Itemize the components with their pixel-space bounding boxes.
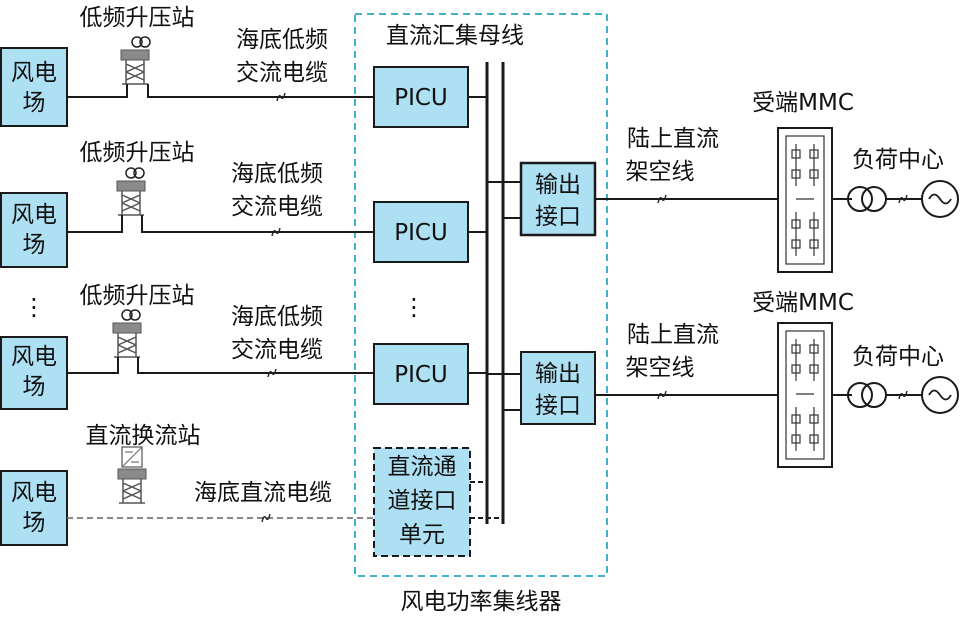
wind-farm-3	[0, 336, 68, 410]
dc-channel-label-line1: 直流通	[388, 454, 457, 480]
cable-1-label-line2: 交流电缆	[236, 60, 328, 86]
wind-farm-2	[0, 192, 68, 268]
offshore-platform-2-icon	[116, 180, 146, 216]
ac-source-1-icon	[921, 180, 959, 218]
ac-source-2-icon	[921, 376, 959, 414]
wind-farm-1-label-line2: 场	[23, 90, 46, 116]
ac-wave-1-icon	[928, 193, 952, 205]
load-transformer-1-primary-icon	[847, 186, 873, 212]
output-interface-1-line1: 输出	[535, 172, 581, 198]
ac-wave-2-icon	[928, 389, 952, 401]
mmc-1-block	[777, 127, 833, 273]
station-2-label: 低频升压站	[80, 140, 195, 166]
ellipsis-middle: ⋮	[402, 293, 426, 321]
wind-farm-3-label-line2: 场	[23, 374, 46, 400]
feeder-3-short	[67, 357, 119, 374]
overhead-line-1-label-line2: 架空线	[626, 159, 695, 185]
cable-1-line	[147, 84, 374, 98]
busbar-label: 直流汇集母线	[386, 23, 524, 49]
cable-3-line	[137, 357, 374, 374]
cable-3-label-line2: 交流电缆	[231, 337, 323, 363]
cable-3-mark-icon	[267, 368, 277, 378]
dc-channel-label-line3: 单元	[399, 522, 445, 548]
collector-caption: 风电功率集线器	[401, 589, 562, 615]
wind-farm-4-label-line2: 场	[23, 510, 46, 536]
output-interface-2-line1: 输出	[535, 361, 581, 387]
wind-farm-2-label-line2: 场	[23, 232, 46, 258]
offshore-platform-3-icon	[112, 322, 142, 358]
dc-cable-label: 海底直流电缆	[194, 480, 332, 506]
mmc-2-circuit-icon	[785, 330, 825, 460]
converter-symbol-icon	[121, 446, 143, 468]
dc-channel-interface-unit	[373, 447, 471, 557]
offshore-platform-4-icon	[117, 468, 147, 504]
station-4-label: 直流换流站	[86, 423, 201, 449]
load-center-2-label: 负荷中心	[852, 344, 944, 370]
ellipsis-left: ⋮	[22, 293, 46, 321]
output-interface-2	[520, 351, 596, 425]
wind-farm-1-label-line1: 风电	[11, 60, 57, 86]
wind-farm-4-label-line1: 风电	[11, 480, 57, 506]
picu-1	[373, 66, 469, 128]
picu-1-label: PICU	[394, 85, 448, 111]
load-transformer-2-secondary-icon	[861, 382, 887, 408]
mmc-1-label: 受端MMC	[752, 90, 854, 116]
wind-farm-1	[0, 47, 68, 127]
offshore-platform-1-icon	[120, 49, 150, 85]
transformer-2-icon	[125, 167, 145, 179]
output-interface-1-line2: 接口	[535, 204, 581, 230]
feeder-2-short	[67, 215, 123, 233]
mmc-2-block	[777, 322, 833, 468]
load-transformer-2-primary-icon	[847, 382, 873, 408]
cable-2-label-line2: 交流电缆	[231, 194, 323, 220]
transformer-3-icon	[121, 309, 141, 321]
wind-farm-4	[0, 470, 68, 546]
picu-2-label: PICU	[394, 220, 448, 246]
mmc-2-label: 受端MMC	[752, 290, 854, 316]
dc-cable-mark-icon	[261, 513, 271, 523]
cable-3-label-line1: 海底低频	[231, 304, 323, 330]
load-1-mark-icon	[898, 194, 908, 204]
cable-1-label-line1: 海底低频	[236, 27, 328, 53]
picu-3-label: PICU	[394, 362, 448, 388]
load-transformer-1-secondary-icon	[861, 186, 887, 212]
transformer-1-icon	[131, 36, 151, 48]
overhead-line-2-label-line2: 架空线	[626, 355, 695, 381]
station-3-label: 低频升压站	[80, 283, 195, 309]
station-1-label: 低频升压站	[80, 5, 195, 31]
dc-channel-label-line2: 道接口	[388, 488, 457, 514]
cable-1-mark-icon	[276, 92, 286, 102]
load-2-mark-icon	[898, 390, 908, 400]
cable-2-line	[141, 215, 374, 233]
overhead-line-2-label-line1: 陆上直流	[627, 322, 719, 348]
wind-farm-3-label-line1: 风电	[11, 344, 57, 370]
cable-2-mark-icon	[271, 227, 281, 237]
overhead-line-2-mark-icon	[657, 390, 667, 400]
feeder-1-short	[67, 84, 128, 98]
load-center-1-label: 负荷中心	[852, 147, 944, 173]
wind-farm-2-label-line1: 风电	[11, 202, 57, 228]
overhead-line-1-mark-icon	[657, 194, 667, 204]
output-interface-2-line2: 接口	[535, 393, 581, 419]
power-collector-boundary	[354, 13, 608, 577]
overhead-line-1-label-line1: 陆上直流	[627, 126, 719, 152]
mmc-1-circuit-icon	[785, 135, 825, 265]
cable-2-label-line1: 海底低频	[231, 161, 323, 187]
